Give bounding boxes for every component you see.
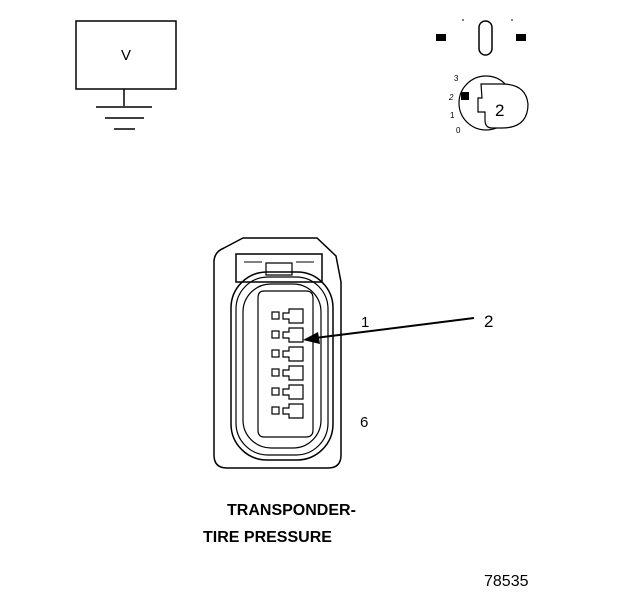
switch-selected-position: 2	[495, 101, 504, 120]
pin-terminal	[282, 327, 304, 343]
connector-outline	[213, 237, 342, 469]
callout-arrow	[303, 317, 475, 344]
key-head	[477, 83, 529, 129]
pin-terminal	[282, 365, 304, 381]
key-bar-right	[516, 34, 526, 41]
pin-cavity-small	[271, 349, 280, 358]
connector-pin-5	[271, 384, 304, 400]
pin-cavity-small	[271, 311, 280, 320]
pin-terminal	[282, 403, 304, 419]
connector-pins	[271, 308, 304, 419]
connector-housing-outer	[213, 237, 342, 469]
caption-line-2: TIRE PRESSURE	[203, 529, 332, 546]
voltmeter-symbol: V	[75, 20, 177, 130]
switch-position-1: 1	[450, 111, 455, 120]
connector-pin-3	[271, 346, 304, 362]
switch-position-0: 0	[456, 126, 461, 135]
connector-seal-middle	[235, 276, 329, 456]
switch-pointer	[461, 92, 469, 100]
ignition-switch-icon: 3 2 1 0 2	[436, 19, 529, 135]
caption-line-1: TRANSPONDER-	[227, 502, 356, 519]
connector-pin-2	[271, 327, 304, 343]
callout-arrowhead	[303, 332, 320, 344]
callout-leader-line	[314, 317, 475, 339]
pin-label-first: 1	[361, 314, 369, 331]
connector-pin-6	[271, 403, 304, 419]
key-slot	[478, 20, 493, 56]
connector-latch-tab	[265, 262, 293, 276]
figure-number: 78535	[484, 573, 529, 590]
connector-latch	[235, 253, 323, 283]
pin-label-last: 6	[360, 414, 368, 431]
callout-number: 2	[484, 312, 493, 331]
pin-terminal	[282, 308, 304, 324]
connector-seal-inner	[242, 283, 322, 449]
connector-pin-1	[271, 308, 304, 324]
pin-terminal	[282, 384, 304, 400]
switch-position-3: 3	[454, 74, 459, 83]
pin-cavity-small	[271, 406, 280, 415]
switch-position-2: 2	[448, 93, 454, 102]
connector-pin-block	[257, 290, 314, 438]
connector-seal-outer	[230, 271, 334, 461]
key-bar-left	[436, 34, 446, 41]
connector-pin-4	[271, 365, 304, 381]
voltmeter-box	[75, 20, 177, 90]
pin-cavity-small	[271, 387, 280, 396]
pin-cavity-small	[271, 330, 280, 339]
pin-cavity-small	[271, 368, 280, 377]
voltmeter-label: V	[121, 47, 131, 64]
pin-terminal	[282, 346, 304, 362]
